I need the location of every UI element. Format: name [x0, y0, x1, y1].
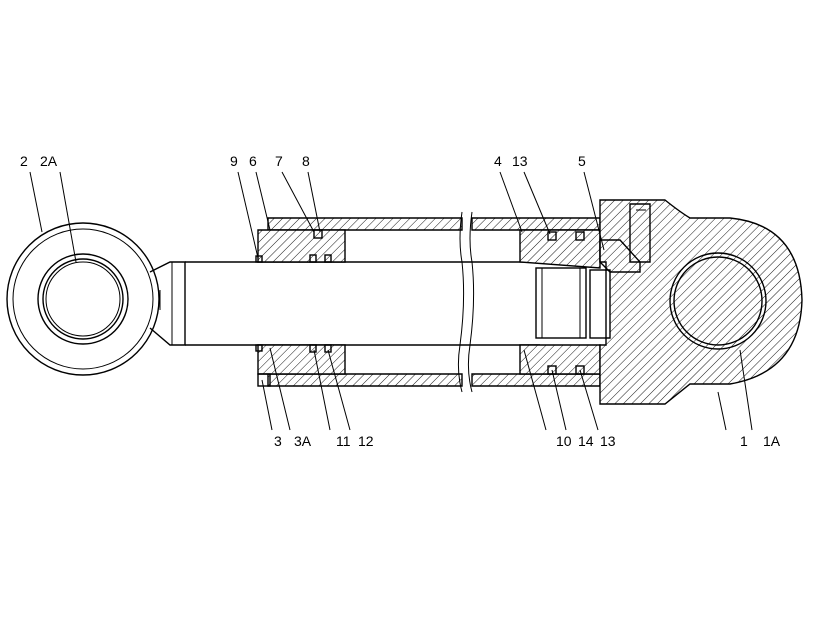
cylinder-head	[255, 229, 346, 387]
piston-rod	[185, 261, 540, 346]
callout-12: 12	[358, 433, 374, 449]
callout-14: 14	[578, 433, 594, 449]
callout-1a: 1A	[763, 433, 781, 449]
callout-6: 6	[249, 153, 257, 169]
callout-13-bottom: 13	[600, 433, 616, 449]
callout-10: 10	[556, 433, 572, 449]
callout-3a: 3A	[294, 433, 312, 449]
callout-5: 5	[578, 153, 586, 169]
callout-3: 3	[274, 433, 282, 449]
leader-lines	[29, 171, 753, 431]
callout-4: 4	[494, 153, 502, 169]
callout-labels: 2 2A 9 6 7 8 4 13 5 3 3A 11 12 10 14 13 …	[20, 153, 781, 449]
callout-7: 7	[275, 153, 283, 169]
callout-13-top: 13	[512, 153, 528, 169]
callout-1: 1	[740, 433, 748, 449]
cylinder-base	[599, 199, 803, 405]
rod-eye	[6, 222, 186, 376]
piston	[519, 229, 607, 375]
callout-8: 8	[302, 153, 310, 169]
callout-2a: 2A	[40, 153, 58, 169]
callout-11: 11	[336, 433, 351, 449]
callout-2: 2	[20, 153, 28, 169]
callout-9: 9	[230, 153, 238, 169]
